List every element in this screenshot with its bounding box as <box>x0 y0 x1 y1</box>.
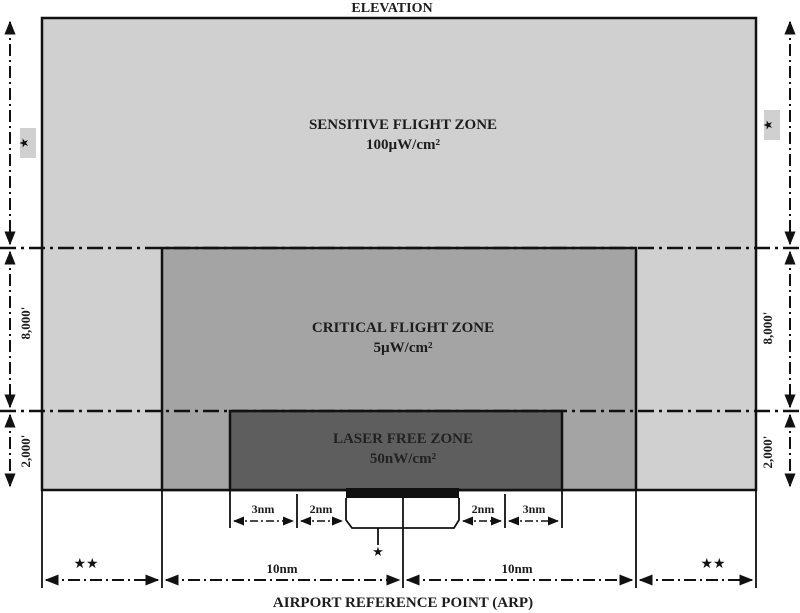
left-middle-height-label: 8,000' <box>18 307 33 340</box>
arp-bracket <box>345 498 460 529</box>
laser-free-zone-label: LASER FREE ZONE <box>333 431 473 447</box>
critical-zone-label: CRITICAL FLIGHT ZONE <box>312 320 494 336</box>
extension-lines <box>41 490 757 588</box>
left-outer-distance-label: ★★ <box>73 556 98 572</box>
right-upper-label-bg <box>764 110 780 140</box>
elevation-title: ELEVATION <box>351 1 432 16</box>
right-10nm-label: 10nm <box>501 561 532 576</box>
left-upper-height-label: ★ <box>17 138 31 149</box>
left-upper-label-bg <box>20 128 36 158</box>
right-outer-distance-label: ★★ <box>700 556 725 572</box>
left-2nm-label: 2nm <box>310 502 333 516</box>
right-upper-height-label: ★ <box>761 120 775 131</box>
critical-zone-limit: 5µW/cm² <box>374 340 433 356</box>
right-3nm-label: 3nm <box>523 502 546 516</box>
right-middle-height-label: 8,000' <box>760 312 775 345</box>
sensitive-zone-limit: 100µW/cm² <box>366 137 440 153</box>
arp-star-marker: ★ <box>372 545 384 560</box>
right-lower-height-label: 2,000' <box>760 436 775 469</box>
airport-reference-point-label: AIRPORT REFERENCE POINT (ARP) <box>273 595 533 611</box>
sensitive-zone-label: SENSITIVE FLIGHT ZONE <box>309 117 497 133</box>
laser-free-zone-limit: 50nW/cm² <box>370 451 437 467</box>
left-lower-height-label: 2,000' <box>18 435 33 468</box>
laser-free-zone <box>228 409 564 492</box>
left-10nm-label: 10nm <box>266 561 297 576</box>
right-2nm-label: 2nm <box>472 502 495 516</box>
boundary-lines <box>0 246 800 413</box>
left-3nm-label: 3nm <box>252 502 275 516</box>
